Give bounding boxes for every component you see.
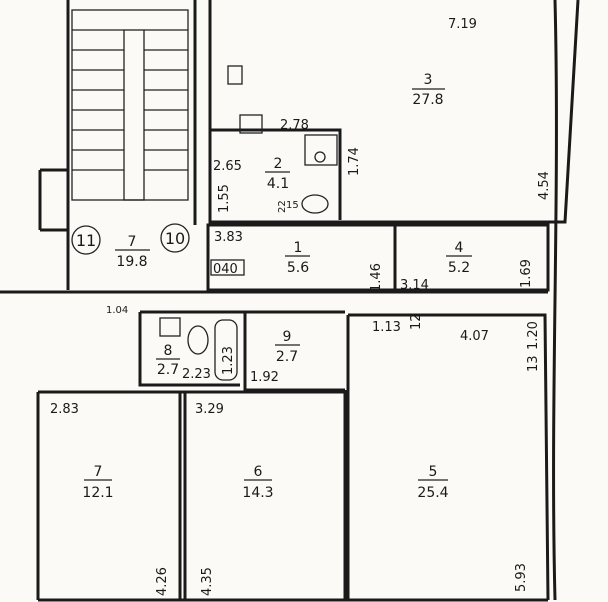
svg-text:1.20: 1.20 xyxy=(526,321,541,350)
svg-text:1.92: 1.92 xyxy=(250,370,279,385)
boiler-icon xyxy=(304,134,338,166)
svg-text:2.7: 2.7 xyxy=(276,349,298,365)
svg-text:3.83: 3.83 xyxy=(214,230,243,245)
svg-text:19.8: 19.8 xyxy=(116,254,147,270)
room-3: 3 27.8 xyxy=(412,72,445,108)
room-5: 5 25.4 xyxy=(417,464,448,501)
svg-text:1.55: 1.55 xyxy=(217,184,232,213)
sink-icon xyxy=(239,114,263,134)
svg-text:040: 040 xyxy=(213,262,238,277)
svg-text:7.19: 7.19 xyxy=(448,17,477,32)
svg-text:2.78: 2.78 xyxy=(280,118,309,133)
room-7: 7 12.1 xyxy=(82,464,113,501)
svg-text:12: 12 xyxy=(409,313,424,330)
room-9: 9 2.7 xyxy=(275,329,300,365)
room-2: 2 4.1 xyxy=(265,156,290,192)
room-6: 6 14.3 xyxy=(242,464,273,501)
toilet-icon-2 xyxy=(187,325,209,355)
svg-text:5: 5 xyxy=(429,464,438,480)
svg-text:1.04: 1.04 xyxy=(106,305,128,316)
toilet-icon xyxy=(301,194,329,214)
bathtub-icon xyxy=(214,319,238,381)
box-label: 040 xyxy=(210,259,245,277)
electric-panel-icon xyxy=(227,65,243,85)
svg-text:2.83: 2.83 xyxy=(50,402,79,417)
room-1: 1 5.6 xyxy=(285,240,310,276)
svg-text:3.29: 3.29 xyxy=(195,402,224,417)
svg-text:3: 3 xyxy=(424,72,433,88)
svg-text:4.07: 4.07 xyxy=(460,329,489,344)
svg-text:15: 15 xyxy=(286,200,299,211)
axis-mark-10: 10 xyxy=(160,223,190,253)
svg-text:8: 8 xyxy=(164,343,173,359)
svg-text:1.13: 1.13 xyxy=(372,320,401,335)
svg-text:2.7: 2.7 xyxy=(157,362,179,378)
dimensions: 7.19 4.54 2.78 2.65 1.74 1.55 22 15 3.83… xyxy=(50,17,552,596)
svg-text:14.3: 14.3 xyxy=(242,485,273,501)
room-4: 4 5.2 xyxy=(446,240,472,276)
svg-text:13: 13 xyxy=(526,355,541,372)
sink-icon-2 xyxy=(159,317,181,337)
svg-text:1.69: 1.69 xyxy=(519,259,534,288)
svg-text:10: 10 xyxy=(165,229,185,248)
staircase xyxy=(71,9,189,201)
svg-text:4.54: 4.54 xyxy=(537,171,552,200)
room-7-stair: 7 19.8 xyxy=(115,234,150,270)
svg-text:1.74: 1.74 xyxy=(347,147,362,176)
svg-text:4: 4 xyxy=(455,240,464,256)
svg-text:5.93: 5.93 xyxy=(514,563,529,592)
svg-text:4.35: 4.35 xyxy=(200,567,215,596)
svg-text:1.23: 1.23 xyxy=(221,346,236,375)
room-8: 8 2.7 xyxy=(156,343,180,378)
svg-text:7: 7 xyxy=(128,234,137,250)
svg-text:2: 2 xyxy=(274,156,283,172)
svg-text:22: 22 xyxy=(277,200,288,213)
axis-mark-11: 11 xyxy=(71,225,101,255)
svg-text:27.8: 27.8 xyxy=(412,92,443,108)
svg-text:7: 7 xyxy=(94,464,103,480)
walls xyxy=(0,0,580,602)
svg-text:6: 6 xyxy=(254,464,263,480)
svg-text:12.1: 12.1 xyxy=(82,485,113,501)
svg-text:5.6: 5.6 xyxy=(287,260,309,276)
svg-text:5.2: 5.2 xyxy=(448,260,470,276)
svg-text:4.26: 4.26 xyxy=(155,567,170,596)
svg-text:2.23: 2.23 xyxy=(182,367,211,382)
svg-text:4.1: 4.1 xyxy=(267,176,289,192)
svg-text:11: 11 xyxy=(76,231,96,250)
svg-text:3.14: 3.14 xyxy=(400,278,429,293)
svg-text:25.4: 25.4 xyxy=(417,485,448,501)
svg-text:9: 9 xyxy=(283,329,292,345)
svg-text:2.65: 2.65 xyxy=(213,159,242,174)
fixtures xyxy=(159,65,338,381)
svg-text:1.46: 1.46 xyxy=(369,263,384,292)
svg-text:1: 1 xyxy=(294,240,303,256)
